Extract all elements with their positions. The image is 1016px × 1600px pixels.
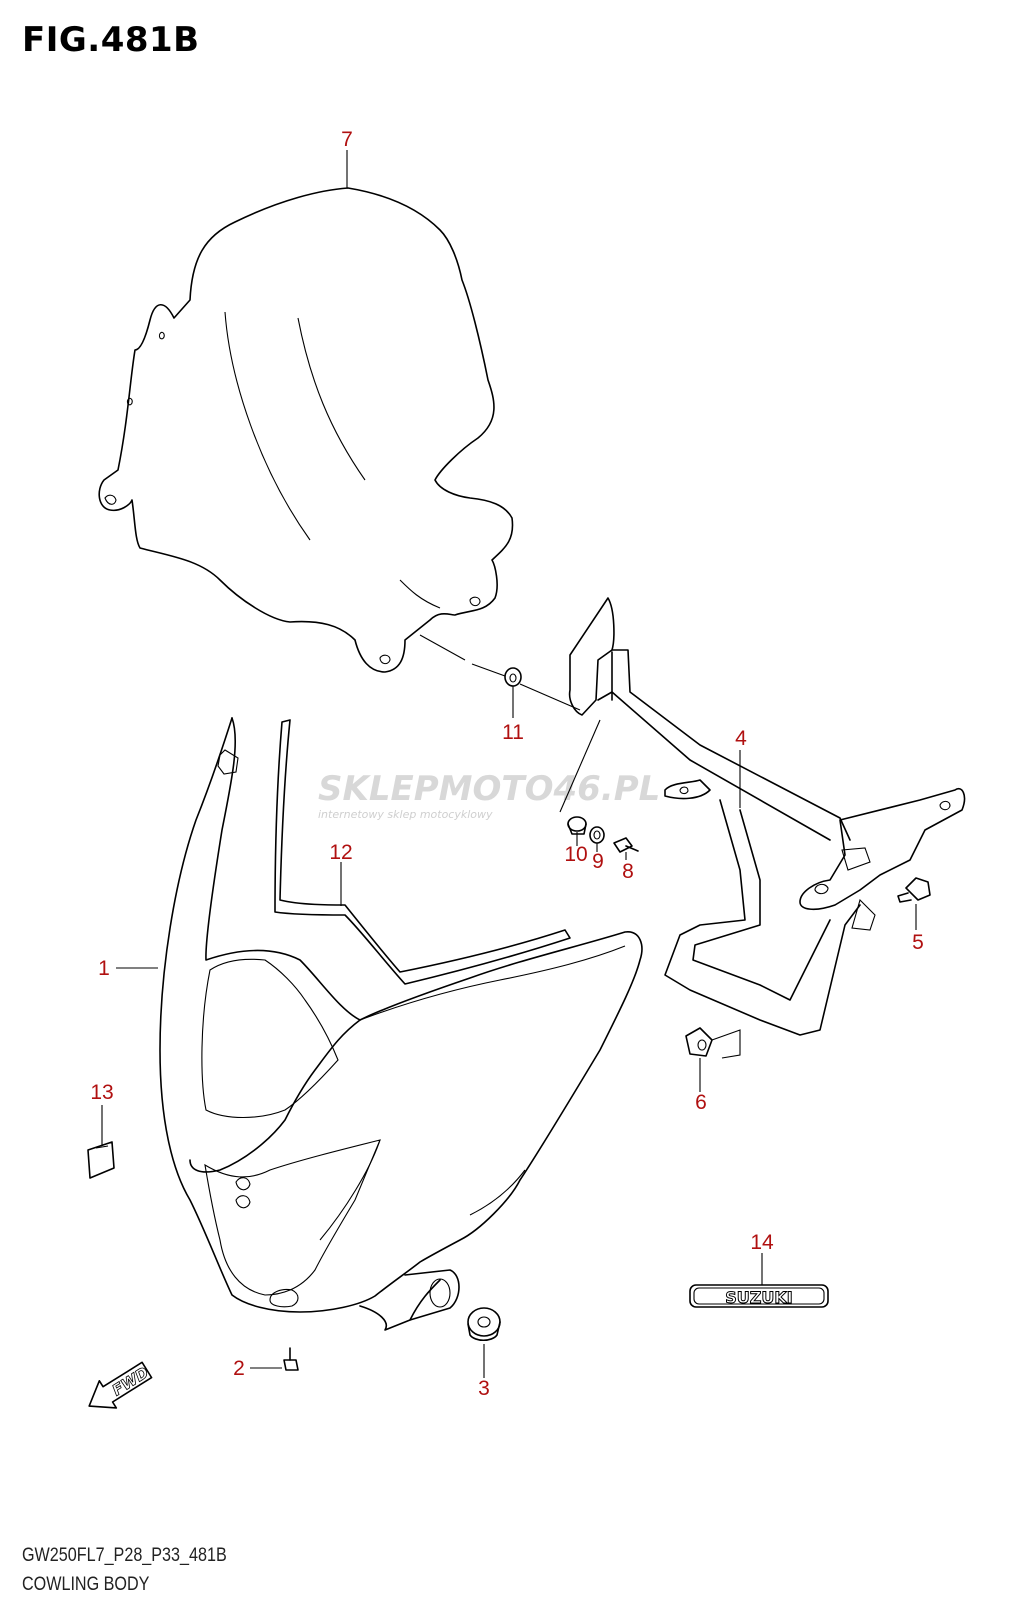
callout-5: 5 (912, 931, 924, 954)
callout-labels: 7 1 2 3 4 5 6 8 9 10 11 12 13 14 (90, 128, 924, 1400)
pad-part-13 (87, 1141, 115, 1179)
callout-13: 13 (90, 1081, 113, 1104)
callout-4: 4 (735, 727, 747, 750)
grommet-part-3 (467, 1307, 501, 1342)
screw-part-2 (283, 1347, 299, 1371)
callout-7: 7 (341, 128, 353, 151)
callout-10: 10 (564, 843, 587, 866)
callout-11: 11 (502, 721, 524, 744)
figure-code: GW250FL7_P28_P33_481B (22, 1545, 227, 1566)
emblem-part-14: SUZUKI (689, 1284, 829, 1308)
cowling-body-part-1 (159, 717, 643, 1331)
mount-line (559, 719, 601, 813)
figure-name: COWLING BODY (22, 1574, 150, 1595)
callout-3: 3 (478, 1377, 490, 1400)
washer-part-11 (504, 667, 522, 687)
watermark-subtext: internetowy sklep motocyklowy (318, 808, 493, 821)
mount-line (519, 683, 581, 711)
seal-strip-part-12 (274, 719, 571, 985)
callout-1: 1 (98, 957, 110, 980)
callout-2: 2 (233, 1357, 245, 1380)
nut-part-6 (685, 1027, 741, 1059)
watermark: SKLEPMOTO46.PL internetowy sklep motocyk… (318, 769, 660, 821)
mount-line (471, 663, 506, 677)
bolt-part-5 (897, 877, 931, 903)
mount-line (419, 634, 466, 661)
callout-14: 14 (750, 1231, 774, 1254)
callout-leaders (101, 150, 917, 1378)
callout-6: 6 (695, 1091, 707, 1114)
callout-8: 8 (622, 860, 634, 883)
bolt-part-8 (613, 837, 639, 853)
watermark-text: SKLEPMOTO46.PL (318, 769, 660, 809)
callout-9: 9 (592, 850, 604, 873)
washer-part-9 (589, 826, 605, 844)
bracket-part-4 (568, 597, 966, 1036)
callout-12: 12 (329, 841, 352, 864)
emblem-text: SUZUKI (725, 1288, 792, 1307)
windscreen-part-7 (98, 187, 514, 673)
collar-part-10 (567, 816, 587, 835)
figure-title: FIG.481B (22, 20, 200, 60)
forward-direction-arrow: FWD (88, 1361, 153, 1409)
